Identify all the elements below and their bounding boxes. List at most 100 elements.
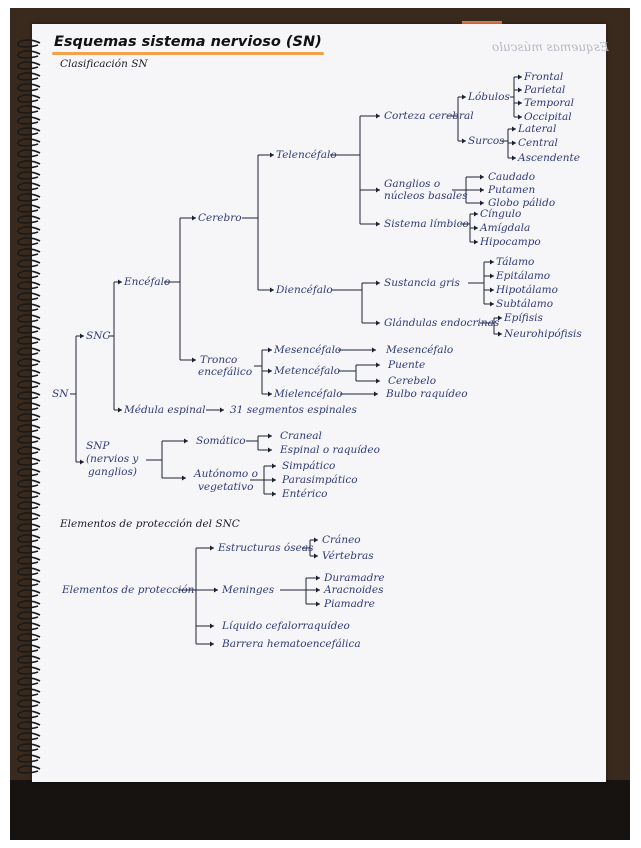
node-medula: Médula espinal <box>124 404 206 416</box>
list-item: Amígdala <box>480 222 531 234</box>
arrow-head <box>480 187 484 193</box>
spiral-ring <box>17 314 41 323</box>
spiral-ring <box>17 435 41 444</box>
arrow-head <box>480 174 484 180</box>
node-limbico: Sistema límbico <box>384 218 469 230</box>
spiral-ring <box>17 149 41 158</box>
node-corteza: Corteza cerebral <box>384 110 474 122</box>
spiral-ring <box>17 600 41 609</box>
spiral-ring <box>17 402 41 411</box>
list-item: Bulbo raquídeo <box>386 388 468 400</box>
list-item: Cráneo <box>322 534 361 546</box>
spiral-ring <box>17 710 41 719</box>
arrow-head <box>192 215 196 221</box>
spiral-ring <box>17 391 41 400</box>
list-item: Frontal <box>524 71 564 83</box>
desk-surface <box>10 780 630 840</box>
arrow-head <box>80 459 84 465</box>
spiral-ring <box>17 490 41 499</box>
arrow-head <box>118 407 122 413</box>
spiral-binding <box>17 39 41 774</box>
arrow-head <box>462 94 466 100</box>
node-surcos: Surcos <box>468 135 505 147</box>
spiral-ring <box>17 83 41 92</box>
arrow-head <box>490 273 494 279</box>
list-item: Hipotálamo <box>496 284 558 296</box>
spiral-ring <box>17 182 41 191</box>
arrow-head <box>118 279 122 285</box>
list-item: Simpático <box>282 460 336 472</box>
spiral-ring <box>17 94 41 103</box>
arrow-head <box>518 100 522 106</box>
list-item: Entérico <box>282 488 328 500</box>
list-item: Parasimpático <box>282 474 358 486</box>
spiral-ring <box>17 380 41 389</box>
arrow-head <box>518 87 522 93</box>
spiral-ring <box>17 501 41 510</box>
spiral-ring <box>17 479 41 488</box>
arrow-head <box>80 333 84 339</box>
spiral-ring <box>17 347 41 356</box>
arrow-head <box>462 138 466 144</box>
node-glandulas: Glándulas endocrinas <box>384 317 500 329</box>
arrow-head <box>268 391 272 397</box>
spiral-ring <box>17 611 41 620</box>
arrow-head <box>474 211 478 217</box>
spiral-ring <box>17 754 41 763</box>
list-item: Craneal <box>280 430 322 442</box>
arrow-head <box>518 114 522 120</box>
list-item: Temporal <box>524 97 575 109</box>
spiral-ring <box>17 72 41 81</box>
spiral-ring <box>17 633 41 642</box>
arrow-head <box>182 475 186 481</box>
spiral-ring <box>17 369 41 378</box>
spiral-ring <box>17 270 41 279</box>
spiral-ring <box>17 281 41 290</box>
list-item: Vértebras <box>322 550 374 562</box>
arrow-head <box>184 438 188 444</box>
node-meninges: Meninges <box>222 584 275 596</box>
spiral-ring <box>17 578 41 587</box>
node-cerebro: Cerebro <box>198 212 242 224</box>
list-item: Putamen <box>488 184 536 196</box>
arrow-head <box>490 287 494 293</box>
spiral-ring <box>17 171 41 180</box>
arrow-head <box>314 537 318 543</box>
spiral-ring <box>17 644 41 653</box>
list-item: Espinal o raquídeo <box>280 444 380 456</box>
arrow-head <box>314 553 318 559</box>
spiral-ring <box>17 358 41 367</box>
list-item: Cíngulo <box>480 208 522 220</box>
spiral-ring <box>17 336 41 345</box>
node-snp: SNP <box>86 440 110 452</box>
arrow-head <box>518 74 522 80</box>
arrow-head <box>316 575 320 581</box>
node-diencefalo: Diencéfalo <box>276 284 333 296</box>
spiral-ring <box>17 721 41 730</box>
spiral-ring <box>17 193 41 202</box>
arrow-head <box>512 126 516 132</box>
node-barrera: Barrera hematoencefálica <box>222 638 361 650</box>
spiral-ring <box>17 512 41 521</box>
node-snp-line2: (nervios y <box>86 453 139 465</box>
spiral-ring <box>17 468 41 477</box>
list-item: Hipocampo <box>480 236 541 248</box>
node-encefalo: Encéfalo <box>124 276 171 288</box>
arrow-head <box>512 155 516 161</box>
spiral-ring <box>17 446 41 455</box>
spiral-ring <box>17 589 41 598</box>
spiral-ring <box>17 743 41 752</box>
arrow-head <box>474 239 478 245</box>
spiral-ring <box>17 61 41 70</box>
spiral-ring <box>17 292 41 301</box>
notebook-page <box>32 24 606 782</box>
arrow-head <box>316 587 320 593</box>
arrow-head <box>376 280 380 286</box>
list-item: Ascendente <box>518 152 580 164</box>
arrow-head <box>210 641 214 647</box>
spiral-ring <box>17 50 41 59</box>
spiral-ring <box>17 567 41 576</box>
list-item: Mesencéfalo <box>386 344 454 356</box>
